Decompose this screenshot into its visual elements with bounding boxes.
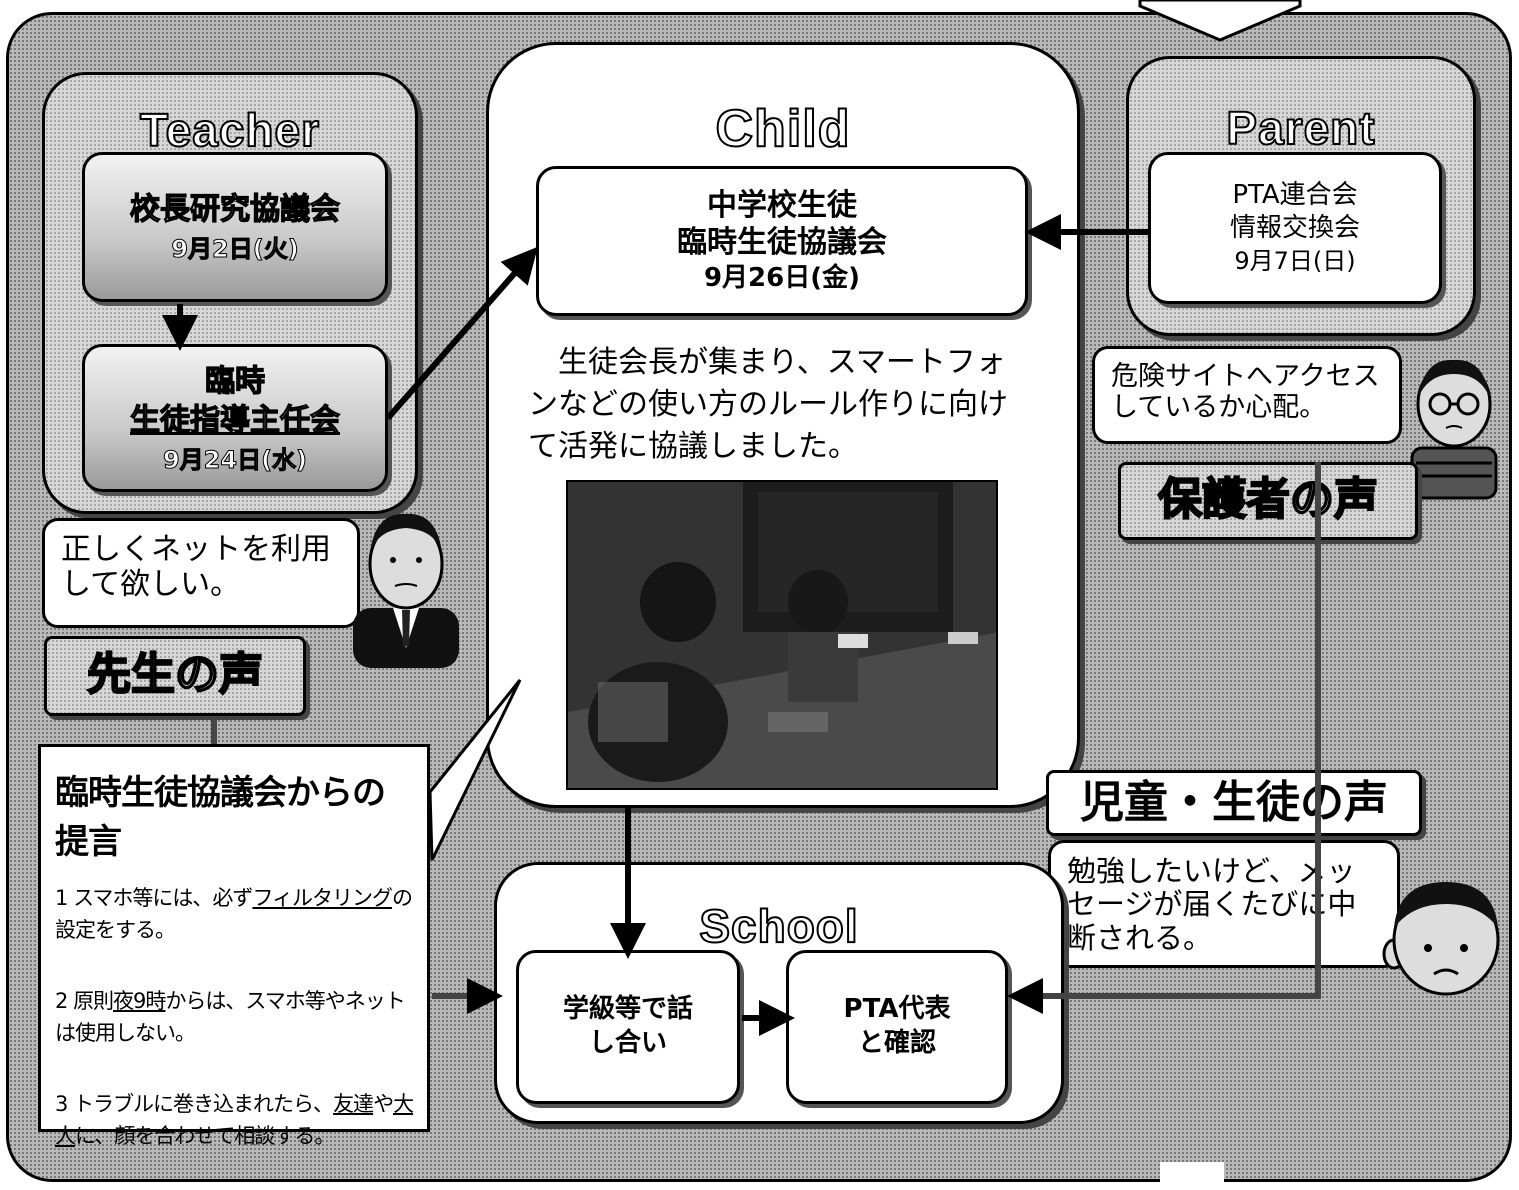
teacher-avatar	[345, 498, 467, 668]
guidance-meeting-box: 臨時 生徒指導主任会 9月24日(水)	[82, 344, 388, 492]
parent-title: Parent	[1225, 101, 1376, 155]
proposal-title: 臨時生徒協議会からの提言	[55, 773, 386, 862]
proposal-item-3: 3 トラブルに巻き込まれたら、友達や大人に、顔を合わせて相談する。	[55, 1092, 414, 1148]
teacher-voice-text: 正しくネットを利用して欲しい。	[61, 532, 331, 602]
child-title: Child	[715, 99, 851, 159]
guidance-meeting-line2: 生徒指導主任会	[129, 402, 340, 438]
principal-conference-title: 校長研究協議会	[129, 191, 340, 227]
proposal-item-1: 1 スマホ等には、必ずフィルタリングの設定をする。	[55, 886, 413, 942]
parent-voice-bubble: 危険サイトへアクセスしているか心配。	[1092, 346, 1402, 444]
pta-confirm-text: PTA代表と確認	[843, 994, 951, 1058]
guidance-meeting-date: 9月24日(水)	[162, 445, 308, 474]
arrow-parent-to-pta-confirm	[1007, 462, 1321, 1014]
pta-confirm-box: PTA代表と確認	[786, 950, 1008, 1104]
pta-exchange-box: PTA連合会 情報交換会 9月7日(日)	[1148, 152, 1442, 304]
school-title: School	[698, 899, 859, 953]
student-council-date: 9月26日(金)	[703, 262, 861, 293]
meeting-photo	[566, 480, 998, 790]
teacher-voice-bubble: 正しくネットを利用して欲しい。	[42, 518, 360, 628]
parent-avatar	[1402, 348, 1506, 500]
student-voice-label: 児童・生徒の声	[1046, 770, 1422, 836]
proposal-box: 臨時生徒協議会からの提言 1 スマホ等には、必ずフィルタリングの設定をする。 2…	[38, 744, 430, 1148]
teacher-title: Teacher	[139, 103, 321, 157]
class-discussion-text: 学級等で話し合い	[563, 994, 694, 1058]
principal-conference-date: 9月2日(火)	[171, 235, 299, 264]
proposal-item-2: 2 原則夜9時からは、スマホ等やネットは使用しない。	[55, 989, 406, 1045]
pta-exchange-line1: PTA連合会	[1232, 179, 1358, 210]
arrow-guidance-to-council	[385, 246, 538, 420]
pta-exchange-line2: 情報交換会	[1229, 213, 1360, 244]
student-council-box: 中学校生徒 臨時生徒協議会 9月26日(金)	[536, 166, 1028, 316]
class-discussion-box: 学級等で話し合い	[516, 950, 740, 1104]
teacher-voice-label: 先生の声	[44, 636, 306, 716]
pta-exchange-date: 9月7日(日)	[1234, 247, 1356, 276]
student-avatar	[1380, 868, 1504, 998]
parent-voice-text: 危険サイトへアクセスしているか心配。	[1111, 361, 1380, 424]
student-voice-bubble: 勉強したいけど、メッセージが届くたびに中断される。	[1048, 840, 1400, 968]
student-council-line2: 臨時生徒協議会	[677, 225, 887, 261]
principal-conference-box: 校長研究協議会 9月2日(火)	[82, 152, 388, 302]
guidance-meeting-line1: 臨時	[204, 363, 265, 399]
student-council-line1: 中学校生徒	[707, 187, 857, 223]
parent-voice-label: 保護者の声	[1118, 462, 1418, 540]
student-voice-text: 勉強したいけど、メッセージが届くたびに中断される。	[1067, 854, 1357, 955]
proposal-callout-wedge	[428, 679, 522, 861]
child-description: 生徒会長が集まり、スマートフォンなどの使い方のルール作りに向けて活発に協議しまし…	[528, 345, 1008, 464]
